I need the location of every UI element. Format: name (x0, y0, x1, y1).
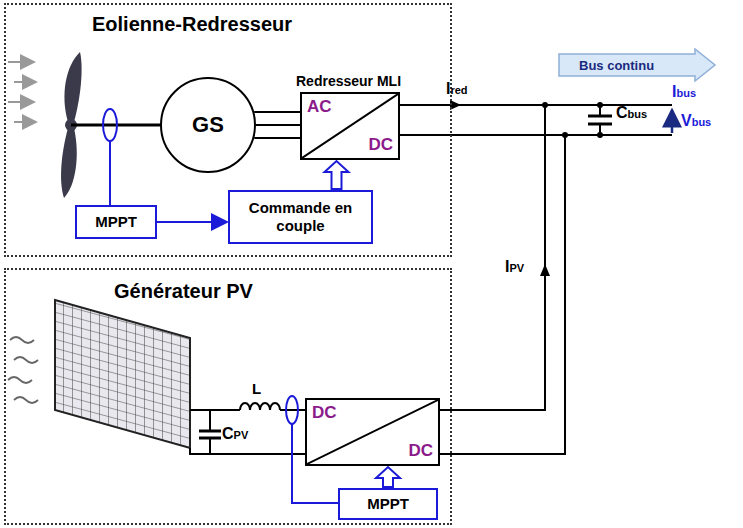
command-arrow (325, 161, 349, 189)
connector (325, 161, 349, 189)
wind-arrows (8, 62, 36, 122)
phase-line (256, 124, 300, 126)
connector (376, 467, 400, 487)
signal-label: IPV (505, 258, 524, 276)
connector-line (157, 221, 227, 223)
box-label: Commande en couple (245, 199, 357, 235)
converter-title: Redresseur MLI (296, 73, 401, 89)
converter-port: AC (307, 97, 332, 117)
sun-rays (8, 337, 38, 403)
pv-wires (190, 403, 305, 454)
signal-label: L (252, 380, 261, 397)
pv-panel (55, 300, 190, 448)
signal-label: Vbus (681, 112, 711, 130)
box-label: MPPT (367, 495, 409, 513)
signal-label: Cbus (616, 104, 647, 122)
phase-line (254, 137, 300, 139)
current-arrow (540, 264, 550, 276)
converter-port: DC (368, 135, 393, 155)
signal-label: Ibus (672, 83, 696, 101)
phase-line (254, 111, 300, 113)
control-box: MPPT (75, 205, 157, 239)
connector (254, 112, 300, 138)
bus-arrow-outline (559, 49, 715, 81)
signal-label: CPV (222, 425, 248, 443)
signal-label: Ired (446, 80, 468, 98)
region-heading: Générateur PV (114, 280, 253, 303)
connector (157, 222, 227, 223)
bus-label: Bus continu (579, 58, 654, 73)
generator-label: GS (192, 112, 224, 138)
system-region: Eolienne-RedresseurGS Redresseur MLI AC DC M… (4, 3, 452, 257)
box-label: MPPT (95, 213, 137, 231)
generator-circle: GS (160, 77, 256, 173)
bus-wires (400, 105, 672, 454)
diagonal-line (302, 94, 398, 158)
control-box: Commande en couple (228, 190, 373, 244)
converter-box: Redresseur MLIACDC (300, 92, 400, 160)
wind-turbine (61, 52, 162, 205)
voltage-arrow (671, 110, 674, 133)
converter-port: DC (312, 403, 337, 423)
bus-arrow: Bus continu (557, 48, 717, 82)
converter-box: DC DC (305, 398, 440, 466)
junction-dots (542, 102, 603, 138)
converter-port: DC (408, 441, 433, 461)
region-heading: Eolienne-Redresseur (92, 13, 292, 36)
control-box: MPPT (338, 488, 438, 520)
command-arrow (376, 467, 400, 487)
diagonal-line (307, 400, 438, 464)
system-region: Générateur PV DC DC MPPT (4, 268, 452, 525)
